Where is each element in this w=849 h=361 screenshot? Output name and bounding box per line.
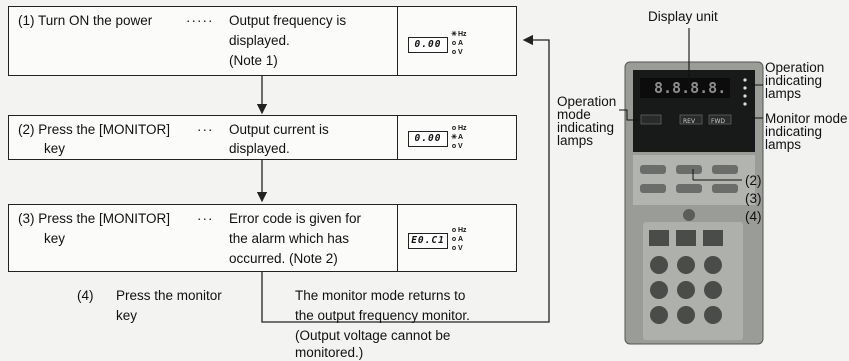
rev-button-label: REV — [683, 118, 696, 125]
step-1-label: (1) Turn ON the power — [18, 12, 152, 29]
v-lamp-icon: o — [450, 244, 458, 253]
fwd-button-label: FWD — [711, 118, 725, 125]
a-lamp-icon: o — [450, 235, 458, 244]
v-lamp-icon: o — [450, 48, 458, 57]
step-3-label-2: key — [44, 230, 65, 247]
step-2-desc-1: Output current is — [229, 121, 329, 138]
step-2-desc-2: displayed. — [229, 140, 290, 157]
hz-lamp-lit-icon: ✳ — [450, 30, 458, 39]
a-lamp-lit-icon: ✳ — [450, 133, 458, 142]
step-4-desc-2: the output frequency monitor. — [295, 307, 470, 324]
step-3-display: E0.C1 — [408, 233, 448, 249]
operation-panel-device: 8.8.8.8. REV FWD — [625, 62, 763, 344]
mode-lamps-label: Operation mode indicating lamps — [557, 94, 616, 149]
step-3-desc-2: the alarm which has — [229, 230, 349, 247]
step-3-leader: ··· — [197, 210, 214, 227]
step-4-desc-1: The monitor mode returns to — [295, 287, 465, 304]
step-1-divider — [397, 6, 398, 76]
step-1-desc-2: displayed. — [229, 32, 290, 49]
step-4-desc-4: monitored.) — [295, 344, 363, 361]
key-ref-2: (2) — [745, 173, 762, 189]
step-4-number: (4) — [77, 287, 94, 304]
step-2-divider — [397, 115, 398, 160]
v-lamp-icon: o — [450, 142, 458, 151]
monitor-lamps-label: Monitor mode indicating lamps — [765, 111, 848, 153]
led-readout: 8.8.8.8. — [654, 79, 726, 97]
step-2-display: 0.00 — [408, 131, 448, 147]
step-1-desc-3: (Note 1) — [229, 52, 278, 69]
step-2-leader: ··· — [197, 121, 214, 138]
a-lamp-icon: o — [450, 39, 458, 48]
step-1-display: 0.00 — [408, 37, 448, 53]
display-unit-label: Display unit — [648, 9, 718, 25]
key-ref-4: (4) — [745, 209, 762, 225]
step-4-label-2: key — [116, 307, 137, 324]
hz-lamp-icon: o — [450, 124, 458, 133]
step-1-leader: ····· — [186, 12, 213, 29]
step-2-label-1: (2) Press the [MONITOR] — [18, 121, 170, 138]
hz-lamp-icon: o — [450, 226, 458, 235]
step-3-label-1: (3) Press the [MONITOR] — [18, 210, 170, 227]
step-4-label-1: Press the monitor — [116, 287, 222, 304]
operation-lamps-label: Operation indicating lamps — [765, 60, 824, 102]
step-2-label-2: key — [44, 140, 65, 157]
step-4-desc-3: (Output voltage cannot be — [295, 327, 450, 344]
step-3-desc-3: occurred. (Note 2) — [229, 250, 338, 267]
key-ref-3: (3) — [745, 191, 762, 207]
step-3-desc-1: Error code is given for — [229, 210, 361, 227]
step-1-desc-1: Output frequency is — [229, 12, 346, 29]
step-3-divider — [397, 204, 398, 272]
return-loop-line — [262, 40, 549, 322]
